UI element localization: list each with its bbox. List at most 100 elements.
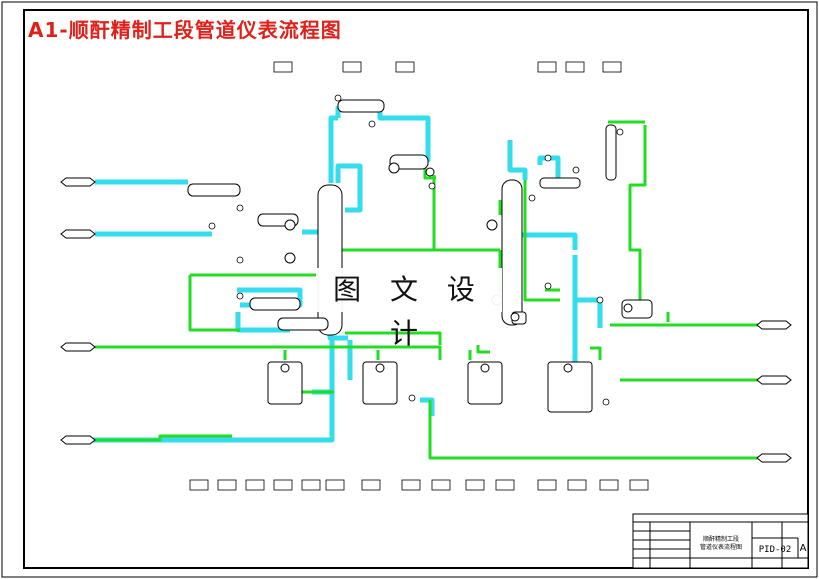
bottom-tag-1: [189, 479, 209, 491]
instrument-15: [408, 394, 416, 402]
tank-3: [467, 361, 503, 405]
condenser-1: [337, 99, 385, 113]
line-left-loop: [188, 275, 240, 332]
stream-tag-1: [60, 177, 96, 187]
exchanger-3: [249, 297, 301, 311]
bottom-tag-15: [629, 479, 649, 491]
line-tank-row: [283, 350, 472, 360]
pump-p9: [563, 363, 573, 373]
tank-1: [267, 361, 303, 405]
pump-p3: [388, 162, 400, 174]
equipment: [187, 99, 653, 413]
exchanger-1: [187, 183, 241, 197]
pump-p11: [425, 167, 435, 177]
pump-p4: [486, 219, 498, 231]
pipe-col2-top: [507, 140, 528, 180]
bottom-tag-4: [273, 479, 293, 491]
bottom-tag-7: [361, 479, 381, 491]
line-mid: [476, 345, 490, 354]
bottom-tag-6: [325, 479, 345, 491]
pumps: [280, 162, 633, 373]
bottom-tag-10: [465, 479, 485, 491]
bottom-tag-5: [301, 479, 321, 491]
instrument-14: [602, 398, 610, 406]
pump-p7: [375, 363, 385, 373]
reflux-drum-1: [389, 154, 429, 170]
column-1: [317, 184, 343, 336]
instrument-7: [544, 154, 552, 162]
instrument-6: [236, 292, 244, 300]
title-block-name: 顺酐精制工段 管道仪表流程图: [692, 536, 750, 552]
instrument-11: [528, 194, 536, 202]
line-main-1: [95, 345, 442, 360]
stream-tag-3: [60, 342, 96, 352]
stream-tag-6: [756, 375, 792, 385]
stream-tag-4: [60, 435, 96, 445]
pump-p6: [280, 363, 290, 373]
bottom-tag-14: [599, 479, 619, 491]
top-connection-tags: [273, 61, 622, 73]
stream-tag-2: [60, 229, 96, 239]
pipe-cond-loop: [335, 105, 431, 163]
title-block: [632, 513, 809, 569]
line-tank1: [345, 331, 442, 345]
top-tag-2: [342, 61, 362, 73]
pipe-drop-1: [92, 338, 335, 443]
top-tag-3: [395, 61, 415, 73]
instrument-4: [208, 222, 216, 230]
bottom-tag-2: [217, 479, 237, 491]
instrument-5: [236, 256, 244, 264]
pipe-col2-low: [565, 255, 578, 373]
pump-p12: [510, 312, 520, 322]
watermark: 图 文 设 计: [316, 268, 502, 350]
instrument-10: [544, 282, 552, 290]
bottom-tag-8: [401, 479, 421, 491]
bottom-tag-11: [495, 479, 515, 491]
top-tag-4: [537, 61, 557, 73]
pump-p8: [480, 363, 490, 373]
line-bottom-h: [428, 400, 762, 460]
condenser-col2: [539, 177, 581, 189]
pipe-col2-mid: [518, 232, 578, 250]
process-pipes: [95, 120, 762, 460]
instrument-9: [616, 128, 624, 136]
tank-4: [547, 361, 593, 413]
exchanger-4: [277, 317, 329, 331]
bottom-tag-13: [567, 479, 587, 491]
instruments: [208, 94, 624, 406]
instrument-2: [368, 120, 376, 128]
bottom-tag-12: [537, 479, 557, 491]
line-right-top: [628, 125, 647, 300]
pipe-col1-left: [302, 229, 323, 246]
inner-border: [23, 9, 809, 569]
drawing-title: A1-顺酐精制工段管道仪表流程图: [28, 18, 342, 42]
stream-tag-5: [756, 320, 792, 330]
pipe-bottom-tank: [420, 397, 435, 416]
drawing-number: PID-02: [758, 545, 792, 555]
top-tag-1: [273, 61, 293, 73]
drawing-name-line2: 管道仪表流程图: [699, 544, 742, 551]
line-feed-3: [95, 434, 232, 442]
instrument-8: [572, 166, 580, 174]
drawing-revision: A: [799, 543, 807, 554]
column-2: [501, 179, 523, 326]
instrument-13: [596, 296, 604, 304]
condenser-2: [605, 124, 617, 181]
line-tank4: [590, 346, 602, 360]
top-tag-5: [565, 61, 585, 73]
pipe-col2-right2: [575, 297, 603, 328]
stream-tag-7: [756, 453, 792, 463]
pump-p1: [284, 252, 296, 264]
pipe-reflux: [335, 163, 363, 213]
bottom-tag-9: [431, 479, 451, 491]
pump-p2: [284, 219, 296, 231]
instrument-3: [236, 204, 244, 212]
instrument-1: [334, 94, 342, 102]
instrument-12: [428, 182, 436, 190]
bottom-tag-3: [245, 479, 265, 491]
tank-2: [362, 361, 398, 405]
top-tag-6: [602, 61, 622, 73]
line-col2-loop: [523, 180, 560, 302]
